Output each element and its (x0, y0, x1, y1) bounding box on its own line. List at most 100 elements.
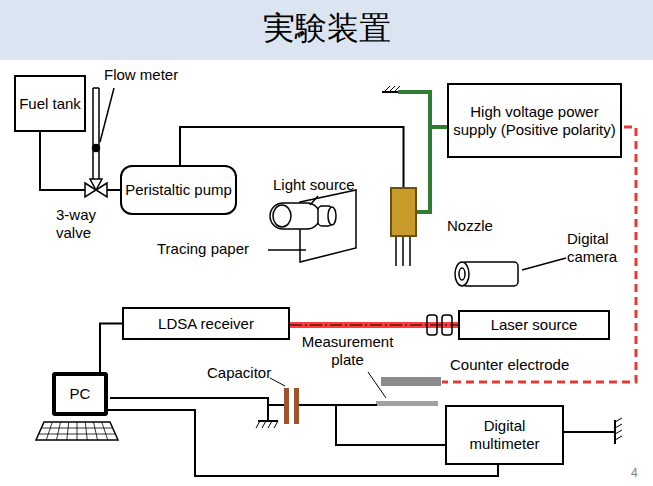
measuring-circuit-part (110, 398, 268, 421)
light-source-part (328, 207, 336, 225)
measuring-circuit-part (615, 430, 622, 434)
measuring-circuit-part (268, 404, 284, 406)
flow-meter-part (100, 88, 114, 142)
connector (40, 132, 120, 190)
part-label: Capacitor (207, 364, 271, 382)
node-text: LDSA receiver (158, 315, 254, 333)
part-label: Light source (273, 176, 355, 194)
node-text: PC (70, 385, 91, 403)
connector (100, 324, 122, 373)
measuring-circuit-part (256, 421, 260, 428)
page-number: 4 (631, 464, 638, 482)
keyboard-part (102, 422, 108, 440)
beam-axis-part (442, 315, 452, 335)
node-text: Digital multimeter (447, 417, 562, 453)
digital-camera-part (462, 262, 518, 286)
electrodes-part (381, 377, 441, 386)
connector-line (108, 410, 498, 476)
receiver-box: LDSA receiver (122, 307, 290, 340)
keyboard-part (36, 422, 118, 440)
keyboard-part (77, 422, 78, 440)
ground-wire-part (394, 86, 400, 92)
beam-axis-part (290, 325, 458, 326)
pump-box: Peristaltic pump (120, 165, 237, 215)
measuring-circuit-part (274, 421, 278, 428)
connector (108, 410, 498, 476)
keyboard (36, 422, 118, 440)
hv-wire (442, 127, 636, 382)
keyboard-part (46, 422, 52, 440)
tank-box: Fuel tank (14, 75, 86, 132)
ground-wire-part (384, 86, 390, 92)
nozzle-needles-part (409, 237, 411, 266)
connector-line (40, 132, 120, 190)
connector (417, 127, 447, 212)
ground-wire-part (389, 86, 395, 92)
capacitor-symbol-part (294, 388, 299, 424)
part-label: 3-way valve (56, 206, 106, 242)
digital-camera-part (455, 262, 469, 286)
part-label: Counter electrode (450, 356, 569, 374)
measuring-circuit-part (614, 420, 616, 444)
connector (290, 325, 458, 326)
connector-line (417, 127, 447, 212)
connector-line (100, 324, 122, 373)
node-text: Fuel tank (19, 95, 81, 113)
flow-meter (93, 88, 115, 182)
measuring-circuit-part (262, 421, 266, 428)
laser-box: Laser source (458, 310, 610, 340)
hv-wire-part (442, 127, 636, 382)
nozzle-needles-part (402, 237, 404, 266)
flow-meter-part (98, 88, 100, 182)
ground-wire (382, 86, 430, 128)
keyboard-part (85, 422, 87, 440)
measuring-circuit-part (258, 420, 278, 422)
beam-axis (290, 315, 458, 335)
keyboard-part (67, 422, 69, 440)
pc-monitor: PC (52, 372, 108, 416)
measuring-circuit-part (270, 378, 285, 386)
digital-camera-part (459, 268, 465, 280)
electrodes-part (376, 401, 438, 406)
capacitor-symbol-part (284, 388, 289, 424)
light-source-part (268, 249, 306, 251)
capacitor-symbol (284, 388, 299, 424)
three-way-valve (85, 179, 107, 197)
multimeter-box: Digital multimeter (445, 405, 564, 465)
nozzle-needles (396, 237, 410, 266)
node-text: Nozzle (447, 217, 493, 235)
keyboard-part (94, 422, 98, 440)
three-way-valve-part (90, 179, 102, 190)
ground-wire-part (398, 92, 430, 128)
light-source-part (270, 203, 320, 229)
measuring-circuit-part (268, 421, 272, 428)
part-label: Digital camera (567, 230, 629, 266)
electrodes (368, 372, 441, 406)
flow-meter-part (92, 88, 94, 182)
flow-meter-part (93, 145, 100, 152)
node-text: High voltage power supply (Positive pola… (449, 103, 620, 139)
digital-camera (455, 258, 566, 286)
nozzle-box: Nozzle (390, 187, 417, 237)
power-supply-box: High voltage power supply (Positive pola… (447, 83, 622, 158)
measuring-circuit-part (336, 405, 445, 445)
electrodes-part (368, 372, 386, 398)
beam-axis-part (427, 315, 437, 335)
measuring-circuit-part (615, 436, 622, 440)
keyboard-part (57, 422, 61, 440)
light-source-part (310, 196, 318, 205)
title: 実験装置 (0, 8, 653, 48)
measuring-circuit-part (299, 404, 377, 406)
connector-line (290, 322, 458, 328)
digital-camera-part (522, 258, 566, 270)
light-source-part (273, 205, 291, 227)
measuring-circuit-part (615, 424, 622, 428)
part-label: Flow meter (104, 66, 178, 84)
flow-meter-part (93, 87, 99, 89)
node-text: Laser source (491, 316, 578, 334)
measuring-circuit-part (615, 418, 622, 422)
part-label: Tracing paper (157, 240, 249, 258)
node-text: Peristaltic pump (125, 181, 232, 199)
light-source (268, 190, 356, 262)
